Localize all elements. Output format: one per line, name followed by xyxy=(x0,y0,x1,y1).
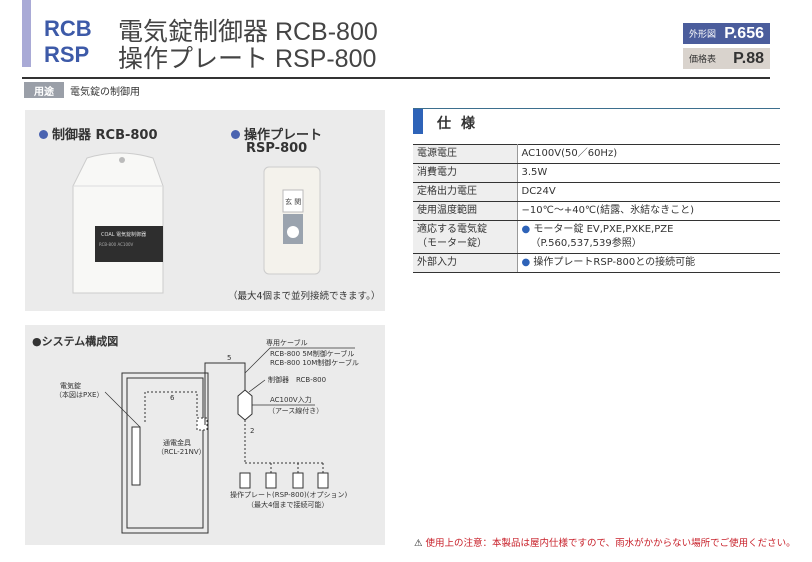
system-diagram: 専用ケーブル RCB-800 5M制御ケーブル RCB-800 10M制御ケーブ… xyxy=(55,338,359,534)
outline-page-badge[interactable]: 外形図 P.656 xyxy=(683,23,770,44)
table-row: 使用温度範囲−10℃〜+40℃(結露、氷結なきこと) xyxy=(413,201,780,221)
label-2: 2 xyxy=(250,427,254,435)
spec-title: 仕様 xyxy=(437,116,485,132)
spec-key-line: 適応する電気錠 xyxy=(417,224,487,235)
spec-header-bar xyxy=(413,109,423,134)
label-cable: 専用ケーブル xyxy=(266,338,308,347)
label-hinge: 通電金具 xyxy=(163,438,191,447)
badge-value: P.88 xyxy=(733,49,764,67)
spec-value: −10℃〜+40℃(結露、氷結なきこと) xyxy=(517,201,780,221)
warning-text: 使用上の注意：本製品は屋内仕様ですので、雨水がかからない場所でご使用ください。 xyxy=(425,538,796,549)
page-title-rcb: 電気錠制御器 RCB-800 xyxy=(118,18,378,46)
label-6: 6 xyxy=(170,394,175,402)
page-title-rsp: 操作プレート RSP-800 xyxy=(118,45,377,73)
system-diagram-panel: ●システム構成図 専用ケーブル RCB-800 5M制御ケーブル RCB-800… xyxy=(25,325,385,545)
label-ac-input: AC100V入力 xyxy=(270,395,312,404)
controller-label: 制御器 RCB-800 xyxy=(39,124,158,143)
bullet-icon xyxy=(39,130,48,139)
spec-header: 仕様 xyxy=(413,108,780,134)
spec-key: 外部入力 xyxy=(413,253,518,273)
use-text: 電気錠の制御用 xyxy=(70,87,140,98)
product-code-rsp: RSP xyxy=(44,42,90,67)
spec-key: 適応する電気錠 （モーター錠） xyxy=(413,220,518,254)
label-cable-5m: RCB-800 5M制御ケーブル xyxy=(270,349,354,358)
label-hinge-model: （RCL-21NV） xyxy=(157,448,206,456)
use-tag: 用途 xyxy=(24,82,64,98)
label-5: 5 xyxy=(227,354,231,362)
spec-value: AC100V(50／60Hz) xyxy=(517,144,780,164)
operation-plate-image: 玄 関 xyxy=(263,166,321,275)
controller-image: COAL 電気錠制御器 RCB-800 AC100V xyxy=(72,152,164,294)
spec-key: 消費電力 xyxy=(413,163,518,183)
label-earth: （アース線付き） xyxy=(268,406,323,415)
spec-key: 定格出力電圧 xyxy=(413,182,518,202)
label-lock-model: （本図はPXE） xyxy=(55,390,103,399)
warning-icon: ⚠ xyxy=(414,538,426,549)
svg-text:COAL 電気錠制御器: COAL 電気錠制御器 xyxy=(101,231,146,238)
spec-key: 電源電圧 xyxy=(413,144,518,164)
spec-value: ● 操作プレートRSP-800との接続可能 xyxy=(517,253,780,273)
bullet-icon: ● xyxy=(521,224,534,235)
badge-key: 価格表 xyxy=(689,55,717,65)
table-row: 適応する電気錠 （モーター錠） ● モーター錠 EV,PXE,PXKE,PZE （P.… xyxy=(413,220,780,254)
product-code-rcb: RCB xyxy=(44,16,92,41)
spec-value-line: （P.560,537,539参照） xyxy=(530,238,642,249)
warning-note: ⚠ 使用上の注意：本製品は屋内仕様ですので、雨水がかからない場所でご使用ください… xyxy=(414,535,796,549)
accent-bar xyxy=(22,0,31,67)
plate-model-text: RSP-800 xyxy=(246,141,308,156)
plate-label: 操作プレート xyxy=(231,124,322,143)
plate-button-text: 玄 関 xyxy=(285,197,301,206)
badge-key: 外形図 xyxy=(689,30,717,40)
diagram-title: ●システム構成図 xyxy=(32,335,119,348)
label-lock: 電気錠 xyxy=(60,381,81,390)
spec-value: 3.5W xyxy=(517,163,780,183)
table-row: 外部入力● 操作プレートRSP-800との接続可能 xyxy=(413,253,780,273)
plate-label-text: 操作プレート xyxy=(244,128,323,143)
svg-text:RCB-800 AC100V: RCB-800 AC100V xyxy=(99,242,134,247)
label-plates-max: （最大4個まで接続可能） xyxy=(247,500,328,509)
divider xyxy=(22,77,770,79)
plate-note: （最大4個まで並列接続できます。） xyxy=(228,291,381,302)
controller-label-text: 制御器 RCB-800 xyxy=(52,128,158,143)
price-page-badge[interactable]: 価格表 P.88 xyxy=(683,48,770,69)
badge-value: P.656 xyxy=(724,24,764,42)
photo-panel: 制御器 RCB-800 操作プレート RSP-800 COAL 電気錠制御器 R… xyxy=(25,110,385,311)
spec-value: DC24V xyxy=(517,182,780,202)
spec-value-line: 操作プレートRSP-800との接続可能 xyxy=(533,257,696,268)
bullet-icon xyxy=(231,130,240,139)
bullet-icon: ● xyxy=(521,257,534,268)
label-plates: 操作プレート(RSP-800)(オプション) xyxy=(230,490,347,499)
label-cable-10m: RCB-800 10M制御ケーブル xyxy=(270,358,359,367)
spec-value-line: モーター錠 EV,PXE,PXKE,PZE xyxy=(533,224,674,235)
spec-value: ● モーター錠 EV,PXE,PXKE,PZE （P.560,537,539参照） xyxy=(517,220,780,254)
label-controller: 制御器 RCB-800 xyxy=(268,375,326,384)
spec-key-line: （モーター錠） xyxy=(417,238,487,249)
spec-key: 使用温度範囲 xyxy=(413,201,518,221)
